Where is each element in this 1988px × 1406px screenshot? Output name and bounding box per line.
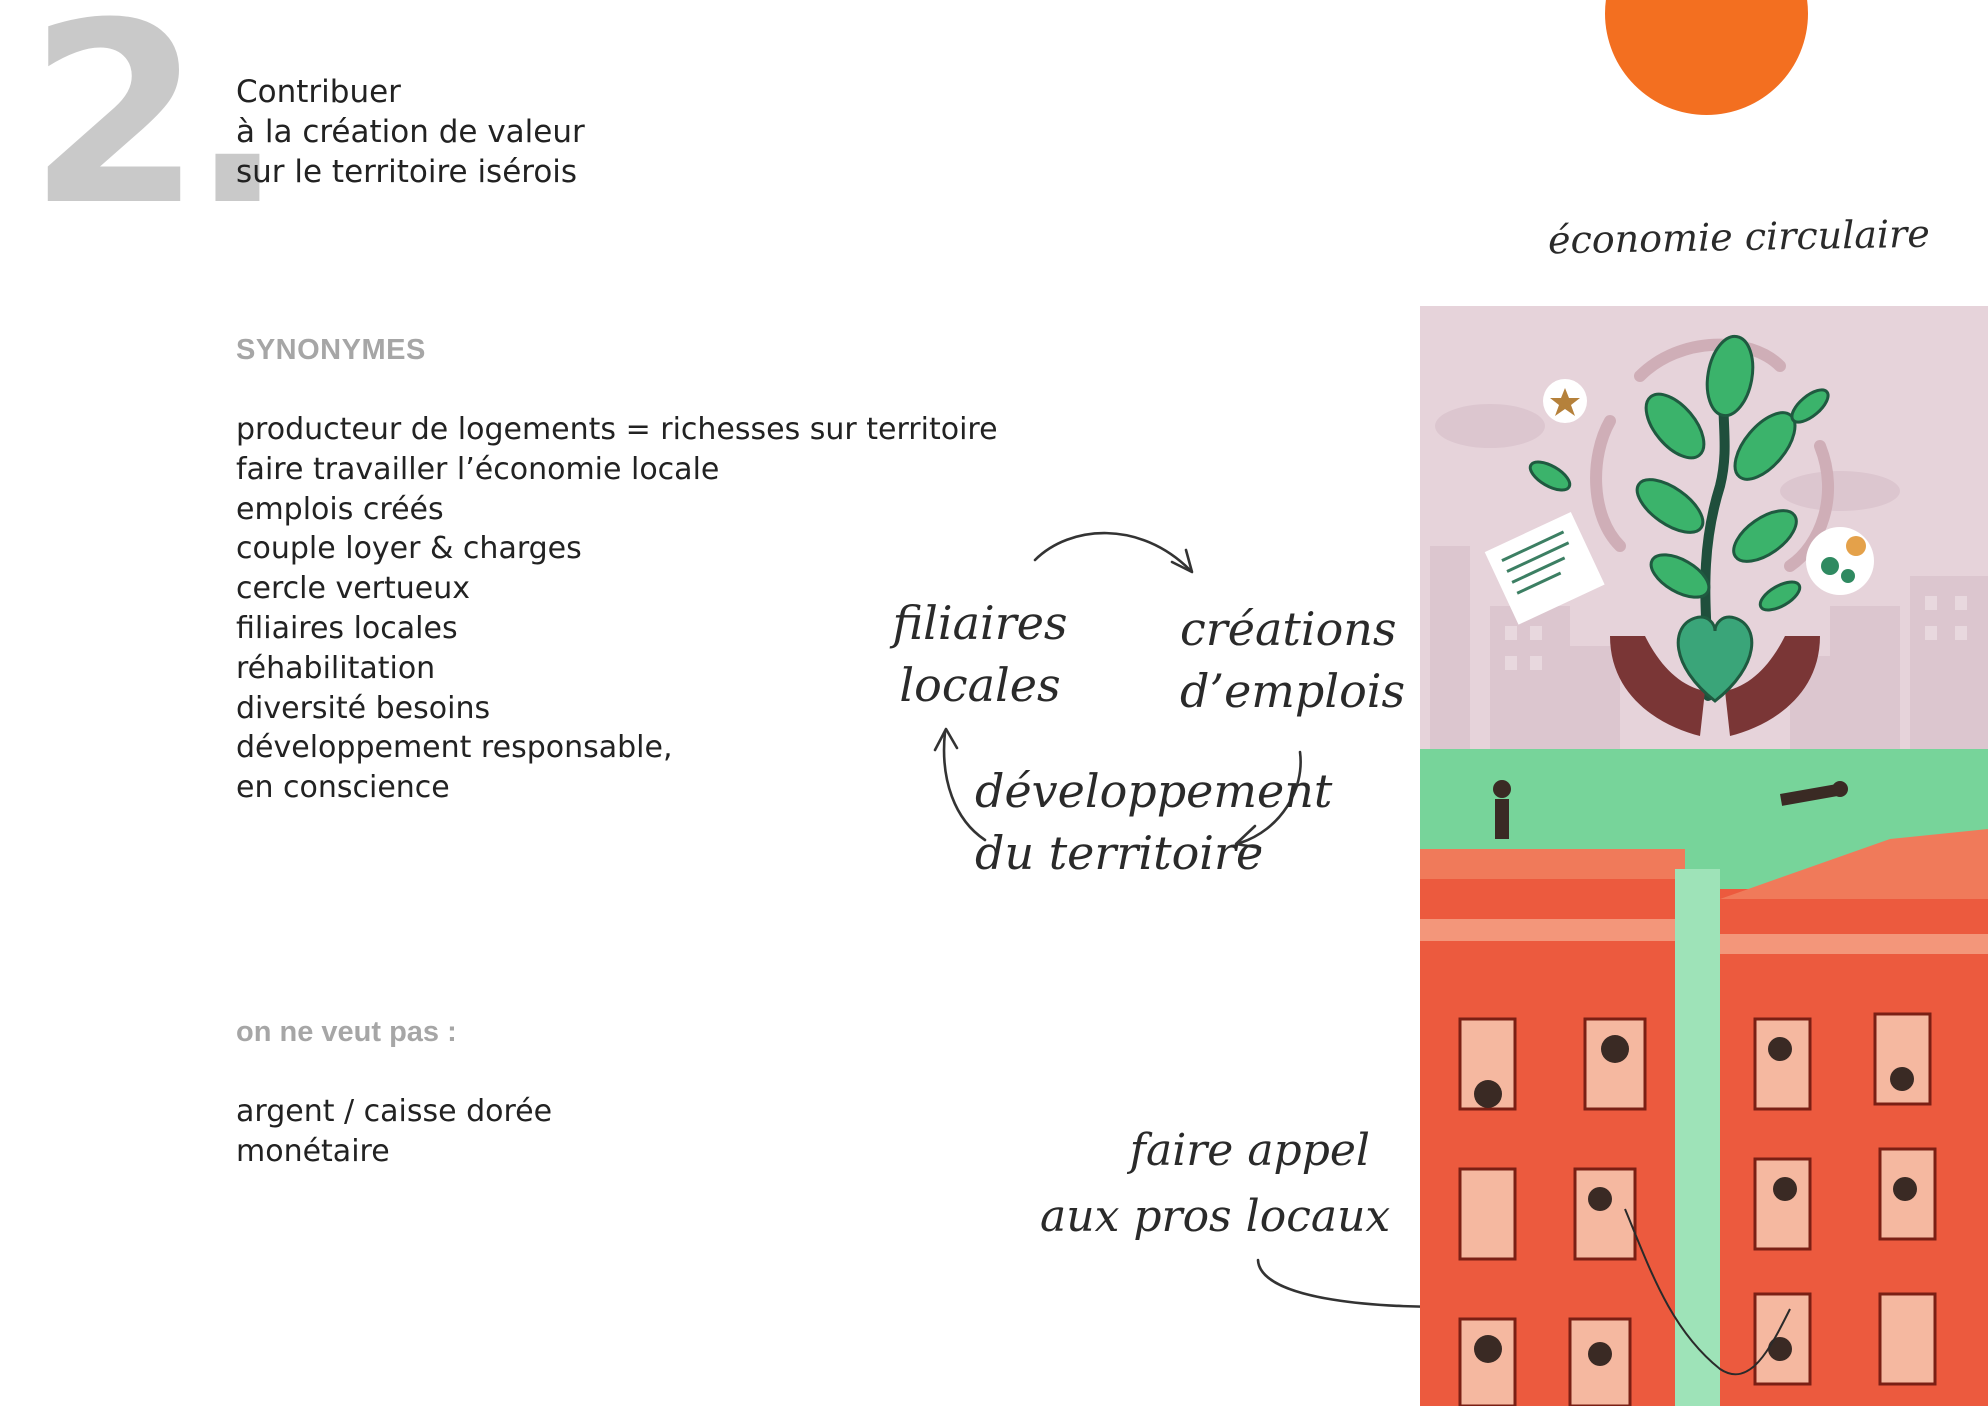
not-wanted-heading: on ne veut pas : <box>236 1016 457 1048</box>
cycle-arrow-left <box>942 730 987 842</box>
list-item: développement responsable, <box>236 730 673 766</box>
list-item: filiaires locales <box>236 610 458 646</box>
list-item: emplois créés <box>236 491 444 527</box>
title-line: à la création de valeur <box>236 114 585 150</box>
list-item: faire travailler l’économie locale <box>236 451 720 487</box>
section-title: Contribuer à la création de valeur sur l… <box>236 72 585 192</box>
list-item: diversité besoins <box>236 690 491 726</box>
section-number: 2. <box>28 0 285 260</box>
list-item: argent / caisse dorée <box>236 1094 553 1129</box>
title-line: sur le territoire isérois <box>236 154 578 190</box>
orange-circle-decoration <box>1605 0 1808 115</box>
cycle-arrow-right <box>1238 750 1302 845</box>
list-item: couple loyer & charges <box>236 531 582 567</box>
list-item: producteur de logements = richesses sur … <box>236 412 998 447</box>
circular-economy-label: économie circulaire <box>1547 211 1931 263</box>
cycle-arrows <box>933 531 1302 850</box>
title-line: Contribuer <box>236 74 401 110</box>
cycle-label-creations: créations d’emplois <box>1180 602 1406 718</box>
cycle-arrow-right-head <box>1234 824 1262 850</box>
cycle-arrow-left-head <box>933 727 959 752</box>
cycle-arrow-top-head <box>1170 548 1194 574</box>
synonyms-list: producteur de logements = richesses sur … <box>236 410 998 808</box>
list-item: en conscience <box>236 770 450 806</box>
callout-local-pros: faire appel aux pros locaux <box>1040 1125 1391 1242</box>
synonyms-heading: SYNONYMES <box>236 334 426 366</box>
cycle-label-filiaires: filiaires locales <box>892 596 1068 712</box>
not-wanted-list: argent / caisse dorée monétaire <box>236 1092 552 1172</box>
cycle-label-developpement: développement du territoire <box>975 764 1333 880</box>
cycle-arrow-top <box>1033 531 1192 572</box>
list-item: cercle vertueux <box>236 571 470 607</box>
list-item: réhabilitation <box>236 650 436 686</box>
neighbours-building-illustration <box>1420 749 1988 1406</box>
list-item: monétaire <box>236 1133 390 1169</box>
circular-economy-illustration <box>1420 306 1988 749</box>
